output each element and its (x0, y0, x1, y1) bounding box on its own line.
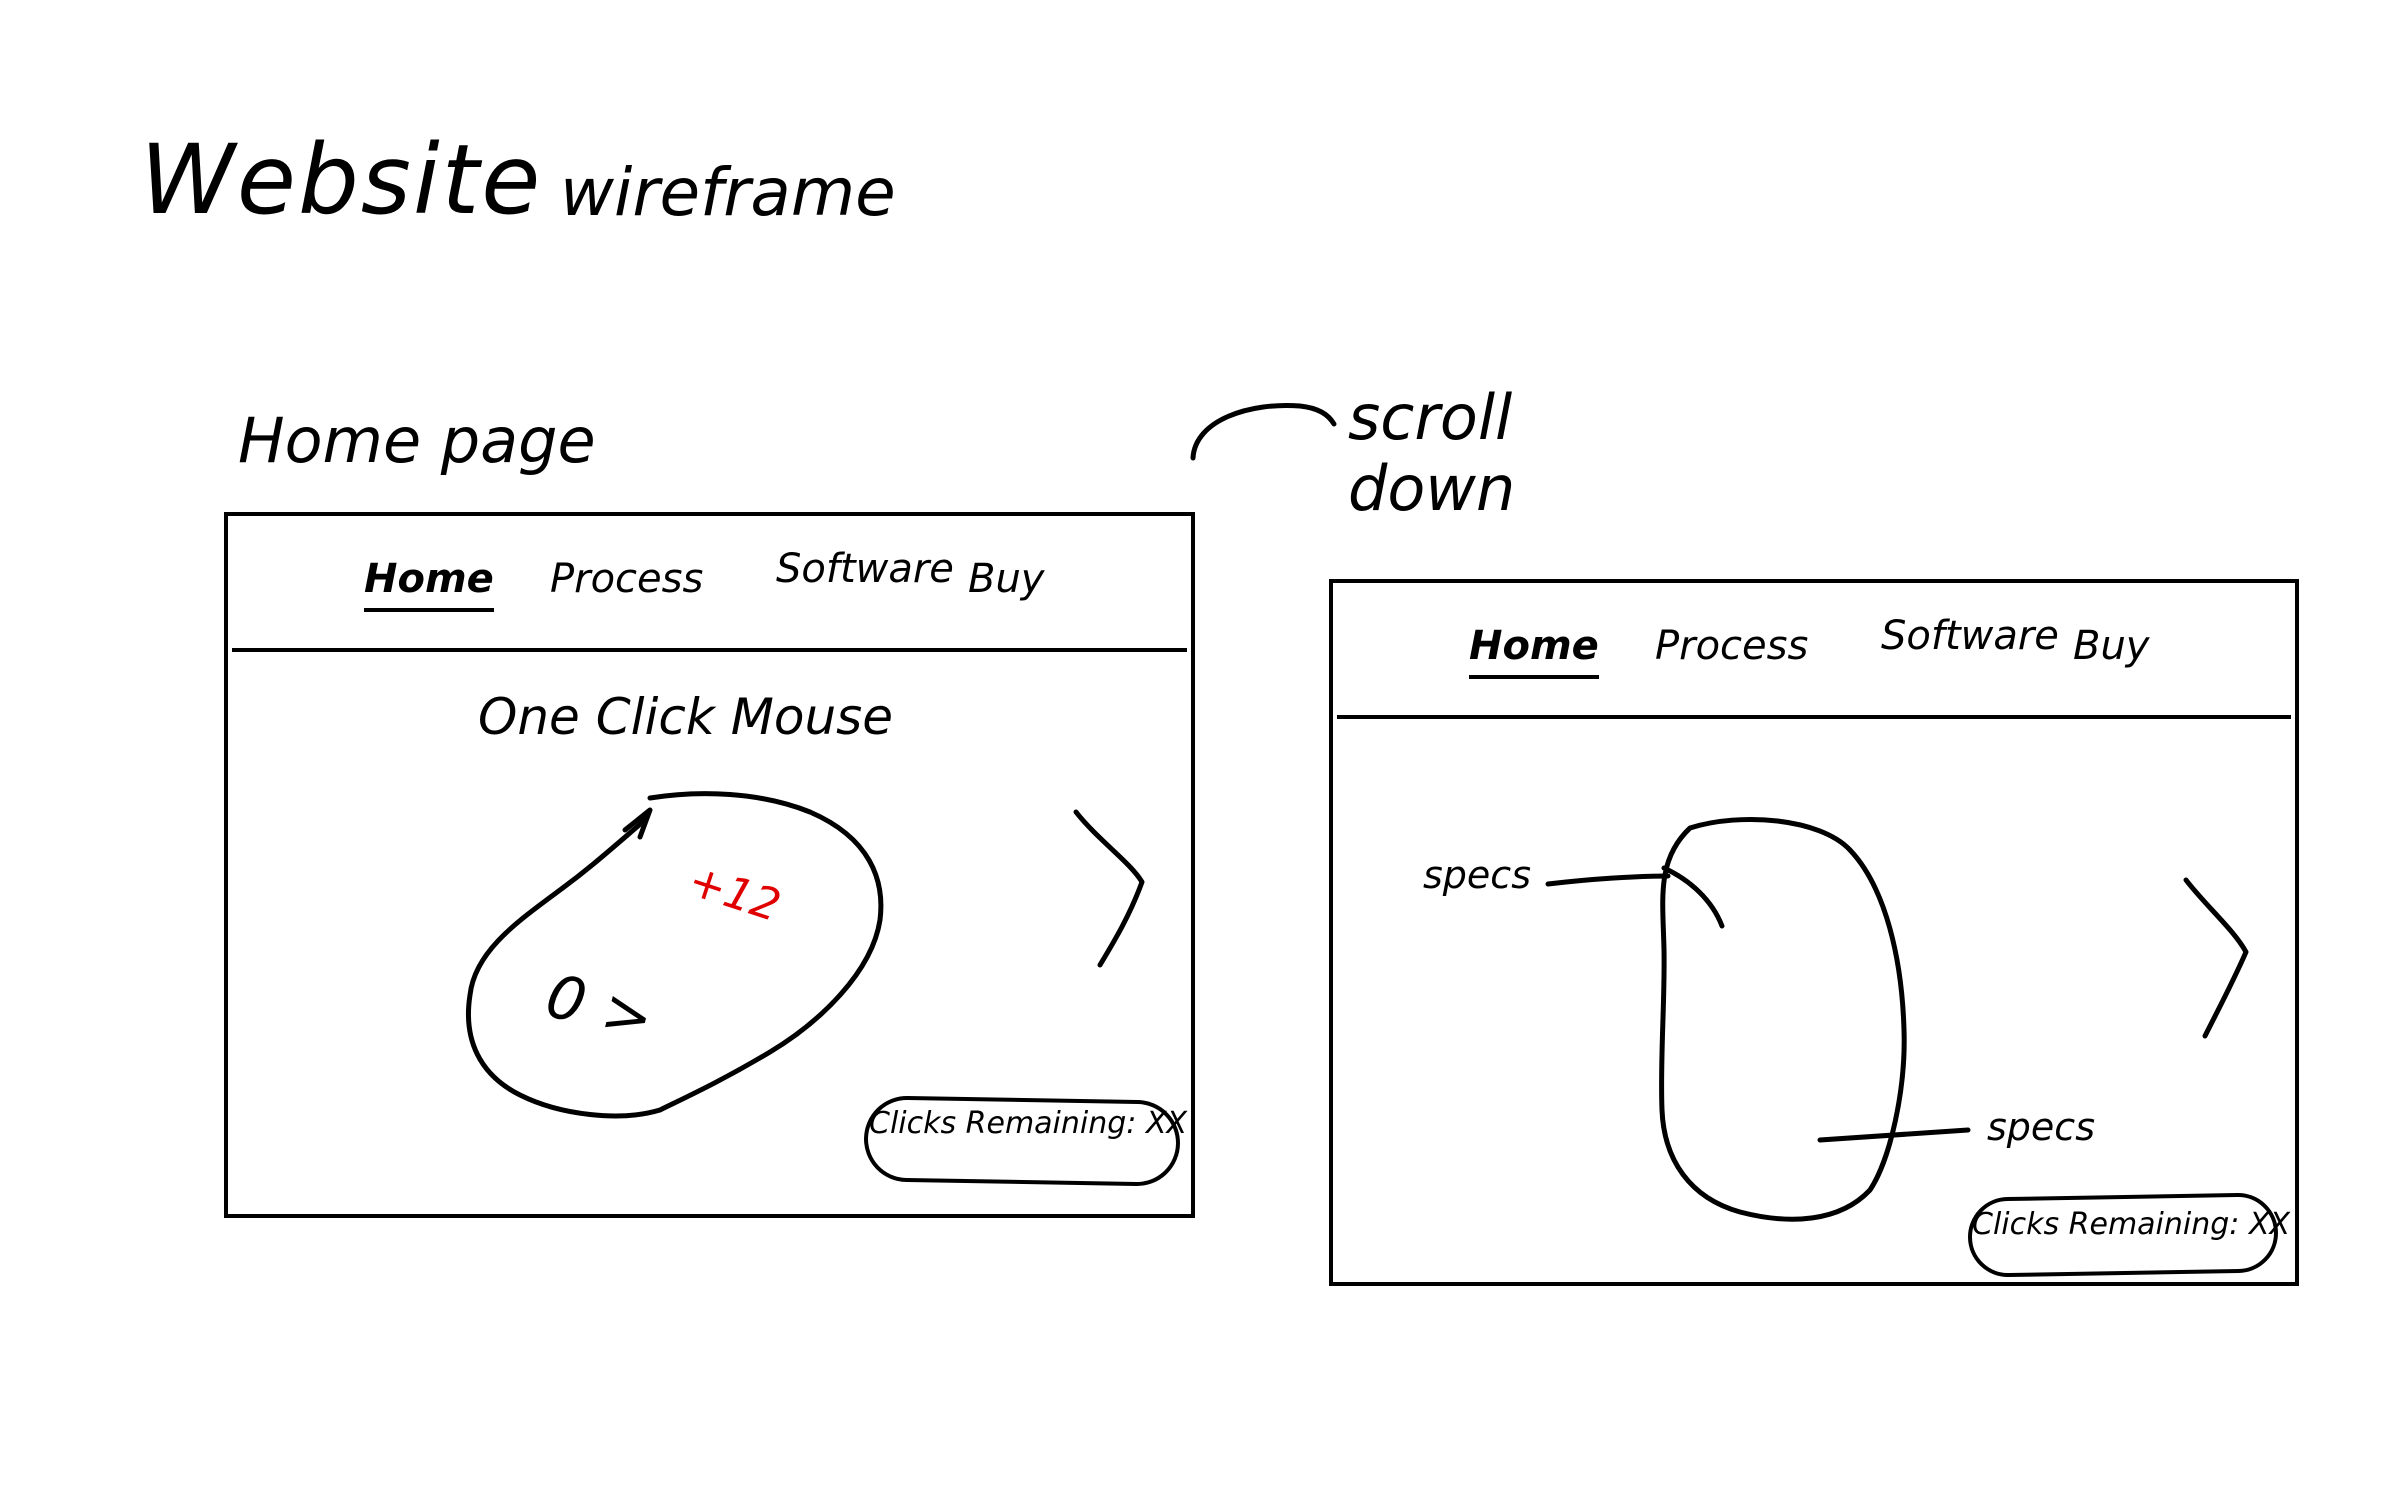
curved-arrow-icon (1190, 402, 1337, 461)
nav-process-link[interactable]: Process (1655, 623, 1809, 669)
scroll-navbar: Home Process Software Buy (1337, 583, 2291, 719)
mouse-click-text: 0 > (539, 961, 661, 1055)
home-page-label: Home page (238, 404, 596, 477)
specs-label-right: specs (1987, 1105, 2095, 1149)
nav-software-link[interactable]: Software (776, 546, 954, 592)
specs-label-left: specs (1423, 853, 1531, 897)
nav-process-link[interactable]: Process (550, 556, 704, 602)
scroll-label-line-1: scroll (1348, 381, 1513, 454)
nav-software-link[interactable]: Software (1881, 613, 2059, 659)
home-page-wireframe: Home Process Software Buy One Click Mous… (224, 512, 1195, 1218)
nav-home-link[interactable]: Home (364, 556, 494, 612)
nav-buy-link[interactable]: Buy (968, 556, 1045, 602)
home-navbar: Home Process Software Buy (232, 516, 1187, 652)
clicks-remaining-text: Clicks Remaining: XX (1972, 1207, 2291, 1242)
clicks-remaining-text: Clicks Remaining: XX (869, 1106, 1188, 1141)
page-title: Website (140, 124, 543, 236)
scroll-label-line-2: down (1348, 452, 1516, 526)
page-subtitle: wireframe (560, 154, 896, 231)
hero-title: One Click Mouse (478, 688, 893, 746)
scroll-down-wireframe: Home Process Software Buy specs specs Cl… (1329, 579, 2299, 1286)
click-bonus-label: +12 (682, 854, 787, 933)
scroll-down-label: scroll down (1348, 382, 1515, 525)
nav-home-link[interactable]: Home (1469, 623, 1599, 679)
nav-buy-link[interactable]: Buy (2073, 623, 2150, 669)
